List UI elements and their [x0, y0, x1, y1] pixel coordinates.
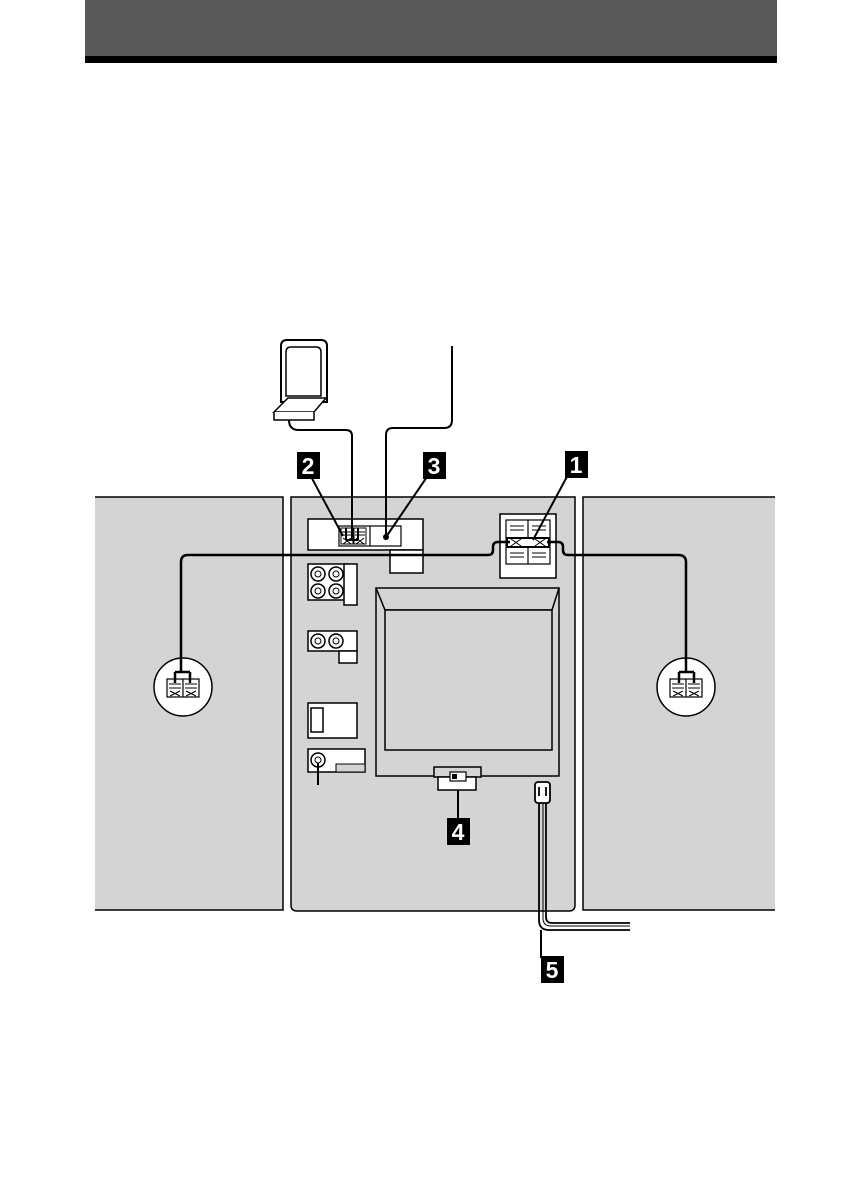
callout-4: 4 [447, 818, 470, 845]
speaker-terminals-main [500, 514, 556, 578]
left-speaker-terminal [154, 658, 212, 716]
optical-connector [308, 703, 357, 738]
callout-5: 5 [541, 956, 564, 983]
callout-1-label: 1 [570, 452, 583, 478]
callout-4-label: 4 [452, 819, 465, 845]
am-antenna-terminal [341, 528, 366, 544]
callout-2-label: 2 [302, 453, 315, 479]
callout-5-label: 5 [546, 957, 559, 983]
callout-2: 2 [297, 452, 320, 479]
callout-3: 3 [423, 452, 446, 479]
audio-jacks-upper [308, 564, 357, 605]
callout-1: 1 [565, 451, 588, 478]
compartment [376, 588, 559, 776]
callout-3-label: 3 [428, 453, 441, 479]
voltage-selector [434, 767, 481, 790]
